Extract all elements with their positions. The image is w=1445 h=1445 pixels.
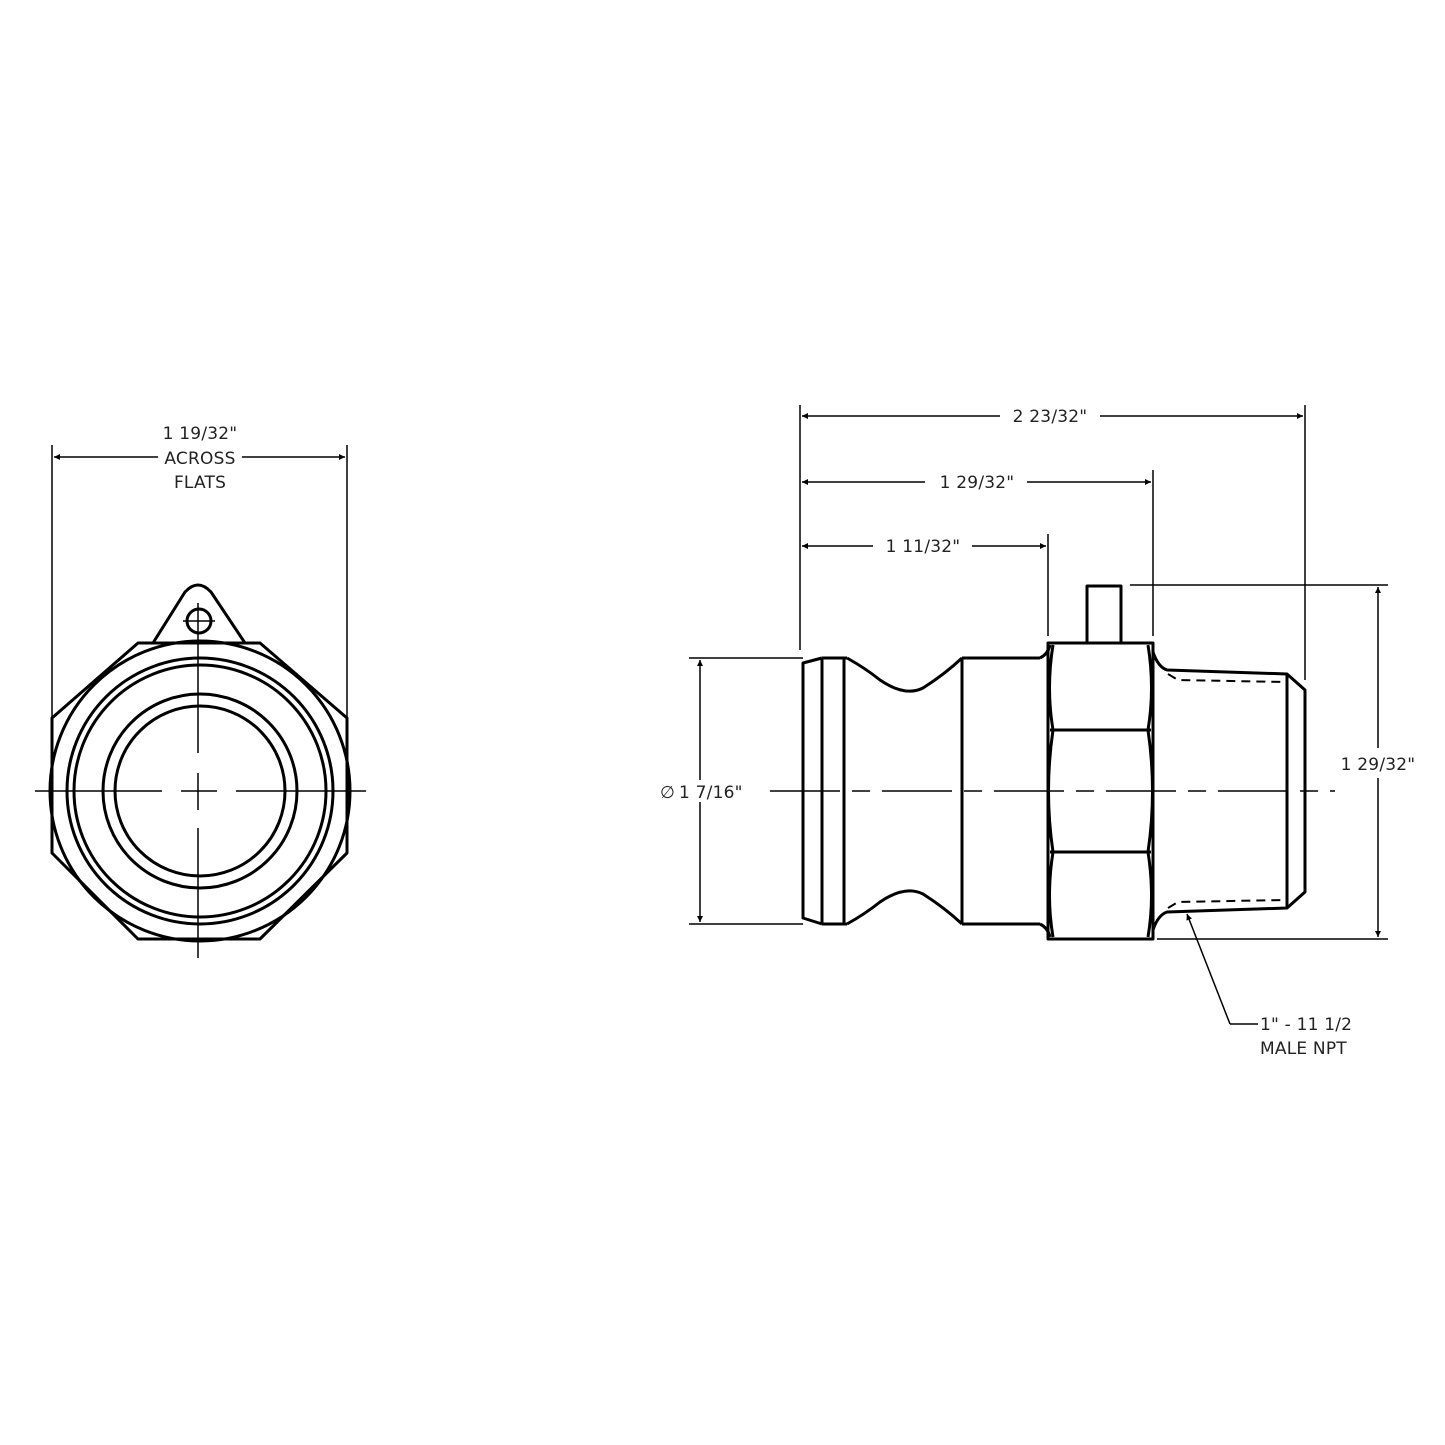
lock-pin	[1085, 584, 1123, 643]
thread-root-line-bottom	[1167, 899, 1285, 909]
hex-end-length-value: 1 29/32"	[940, 473, 1015, 493]
thread-root-line-top	[1167, 673, 1285, 683]
thread-callout-line1: 1" - 11 1/2	[1260, 1015, 1352, 1035]
hex-height-value: 1 29/32"	[1341, 755, 1416, 775]
thread-callout-line2: MALE NPT	[1260, 1039, 1347, 1059]
cam-groove-bottom	[846, 889, 964, 926]
overall-length-value: 2 23/32"	[1013, 407, 1088, 427]
side-view: 2 23/32" 1 29/32" 1 11/32" ∅ 1 7/16" 1 2…	[660, 405, 1415, 1059]
across-flats-value: 1 19/32"	[163, 424, 238, 444]
cam-groove-top	[846, 656, 964, 693]
across-flats-label-2: FLATS	[174, 473, 226, 493]
lock-tab-outline	[151, 583, 247, 644]
body-length-value: 1 11/32"	[886, 537, 961, 557]
diameter-symbol: ∅	[660, 783, 675, 803]
across-flats-label-1: ACROSS	[164, 449, 235, 469]
front-view: 1 19/32" ACROSS FLATS	[35, 424, 366, 958]
cam-diameter-value: 1 7/16"	[679, 783, 743, 803]
thread-leader-arrow	[1186, 913, 1231, 1025]
